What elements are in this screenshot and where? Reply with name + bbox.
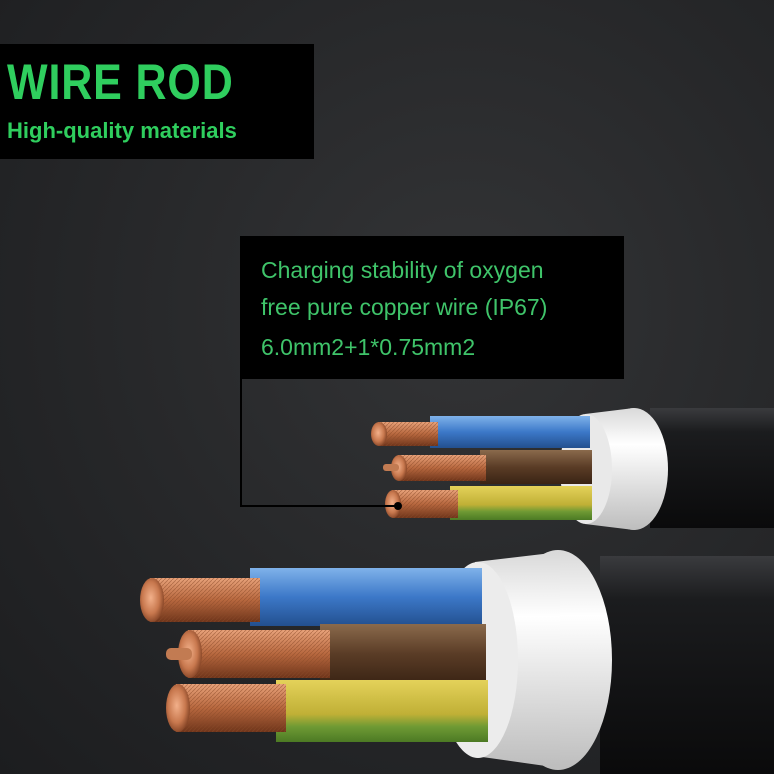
title-banner: WIRE ROD High-quality materials [0, 44, 314, 159]
large-cable [140, 550, 774, 774]
large-cable-jacket [600, 556, 774, 774]
large-cable-copper-core-1 [140, 578, 164, 622]
spec-callout: Charging stability of oxygen free pure c… [240, 236, 624, 379]
spec-line-2: free pure copper wire (IP67) [261, 294, 548, 320]
small-cable-blue-wire [430, 416, 590, 448]
spec-line-1: Charging stability of oxygen [261, 257, 544, 283]
large-cable-brown-wire [320, 624, 486, 684]
small-cable-jacket [650, 408, 774, 528]
page-subtitle: High-quality materials [7, 118, 237, 143]
small-cable-yellow-green-wire [450, 486, 592, 520]
small-cable-copper-core-1 [371, 422, 387, 446]
small-cable [371, 408, 774, 530]
large-cable-yellow-green-wire [276, 680, 488, 742]
large-cable-blue-wire [250, 568, 482, 626]
callout-leader-line [240, 379, 402, 510]
large-cable-copper-core-3 [166, 684, 190, 732]
small-cable-copper-core-3 [385, 490, 401, 518]
small-cable-brown-wire [480, 450, 592, 484]
spec-line-3: 6.0mm2+1*0.75mm2 [261, 334, 476, 360]
page-title: WIRE ROD [7, 54, 234, 110]
callout-leader-dot [394, 502, 402, 510]
